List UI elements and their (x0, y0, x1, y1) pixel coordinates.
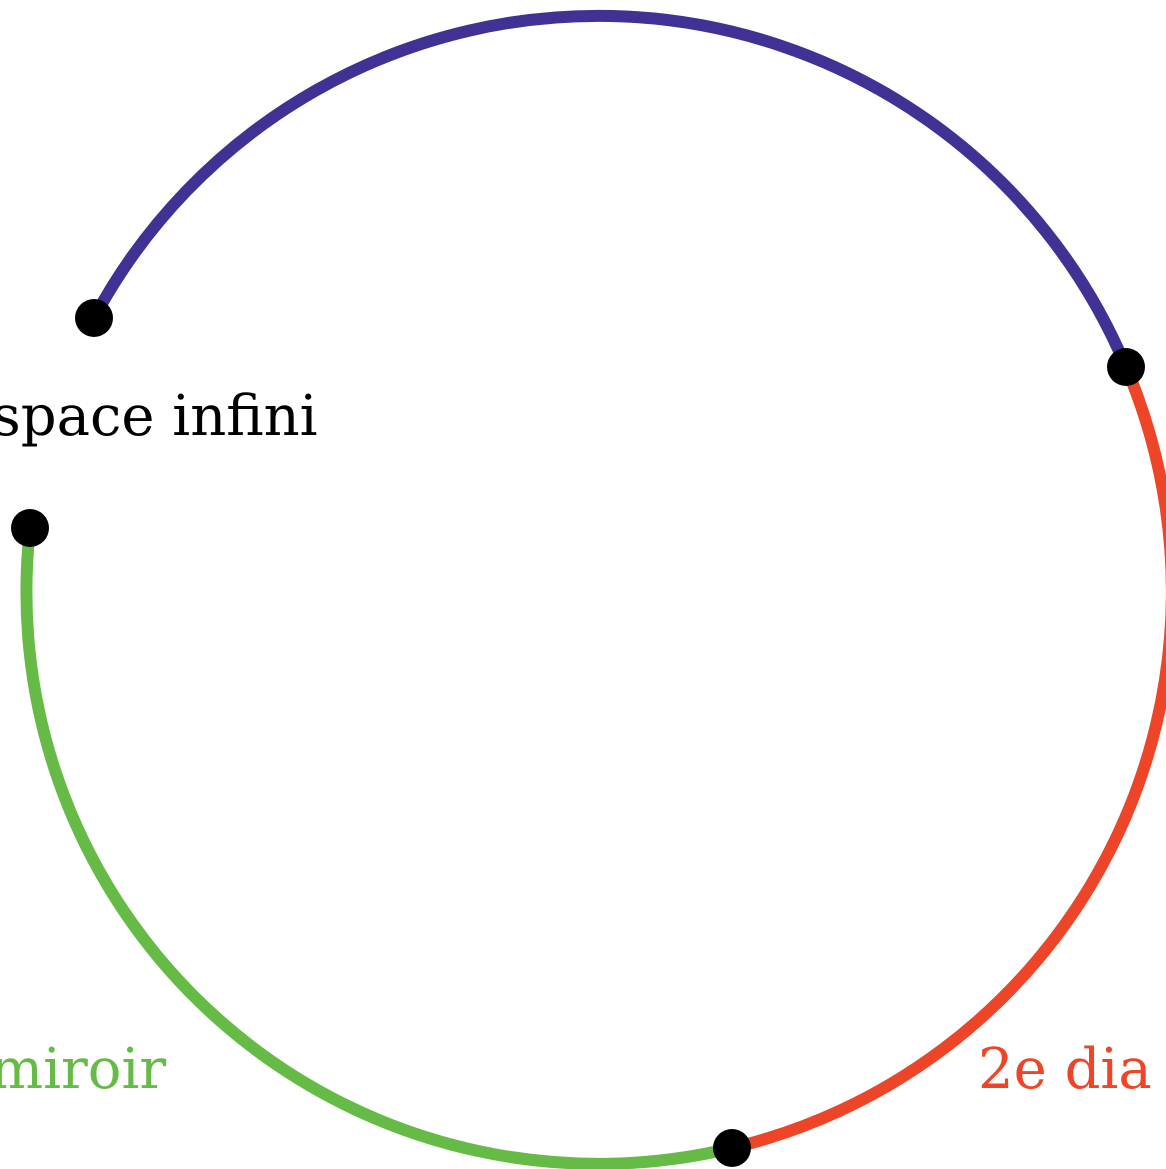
arc-left (20, 527, 734, 1169)
label-second-diagonal: 2e dia (978, 1037, 1152, 1102)
label-mirror: miroir (0, 1037, 166, 1102)
node-left (11, 509, 49, 547)
label-infinite-space: space infini (0, 384, 318, 449)
node-bottom (713, 1129, 751, 1167)
arc-top (88, 9, 1132, 370)
arc-right (730, 364, 1166, 1154)
node-right (1107, 348, 1145, 386)
node-top-left (75, 299, 113, 337)
